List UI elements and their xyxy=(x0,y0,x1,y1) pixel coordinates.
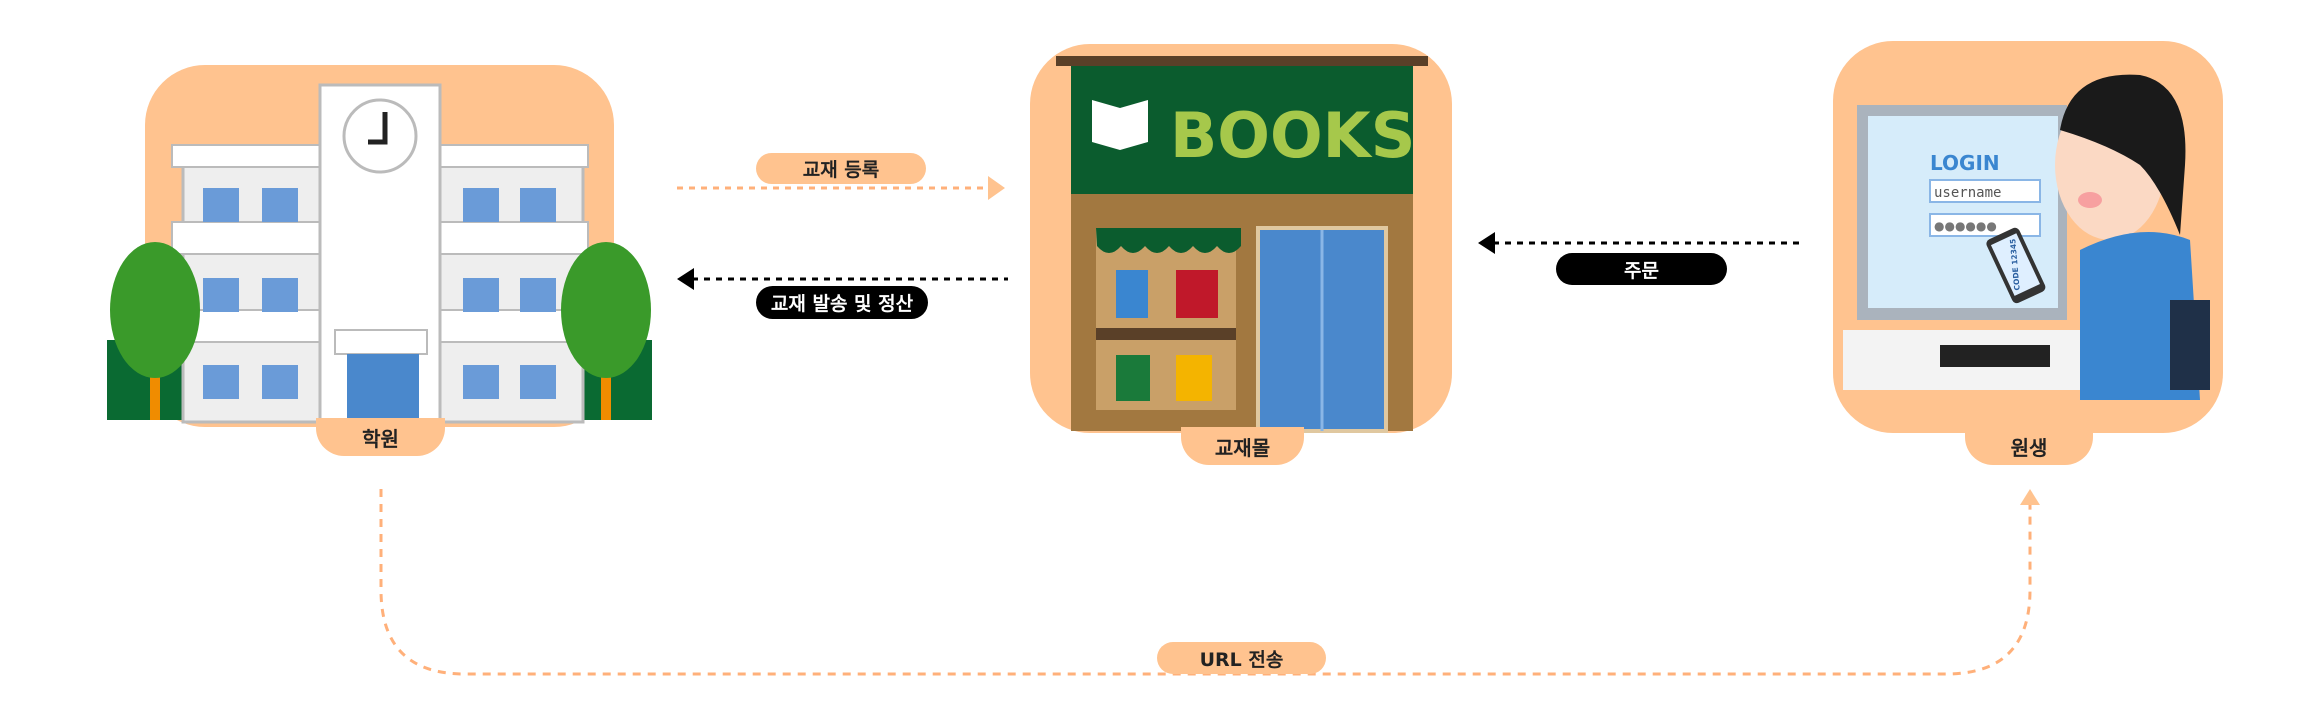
order-label: 주문 xyxy=(1556,253,1727,285)
academy-label: 학원 xyxy=(316,418,445,456)
bookstore-card xyxy=(1030,44,1452,433)
academy-card xyxy=(145,65,614,427)
ship-settle-label: 교재 발송 및 정산 xyxy=(756,286,928,319)
url-send-label: URL 전송 xyxy=(1157,642,1326,674)
student-label: 원생 xyxy=(1965,427,2093,465)
student-card xyxy=(1833,41,2223,433)
bookstore-label: 교재몰 xyxy=(1181,427,1304,465)
order-arrow xyxy=(1478,232,1805,254)
register-label: 교재 등록 xyxy=(756,153,926,184)
